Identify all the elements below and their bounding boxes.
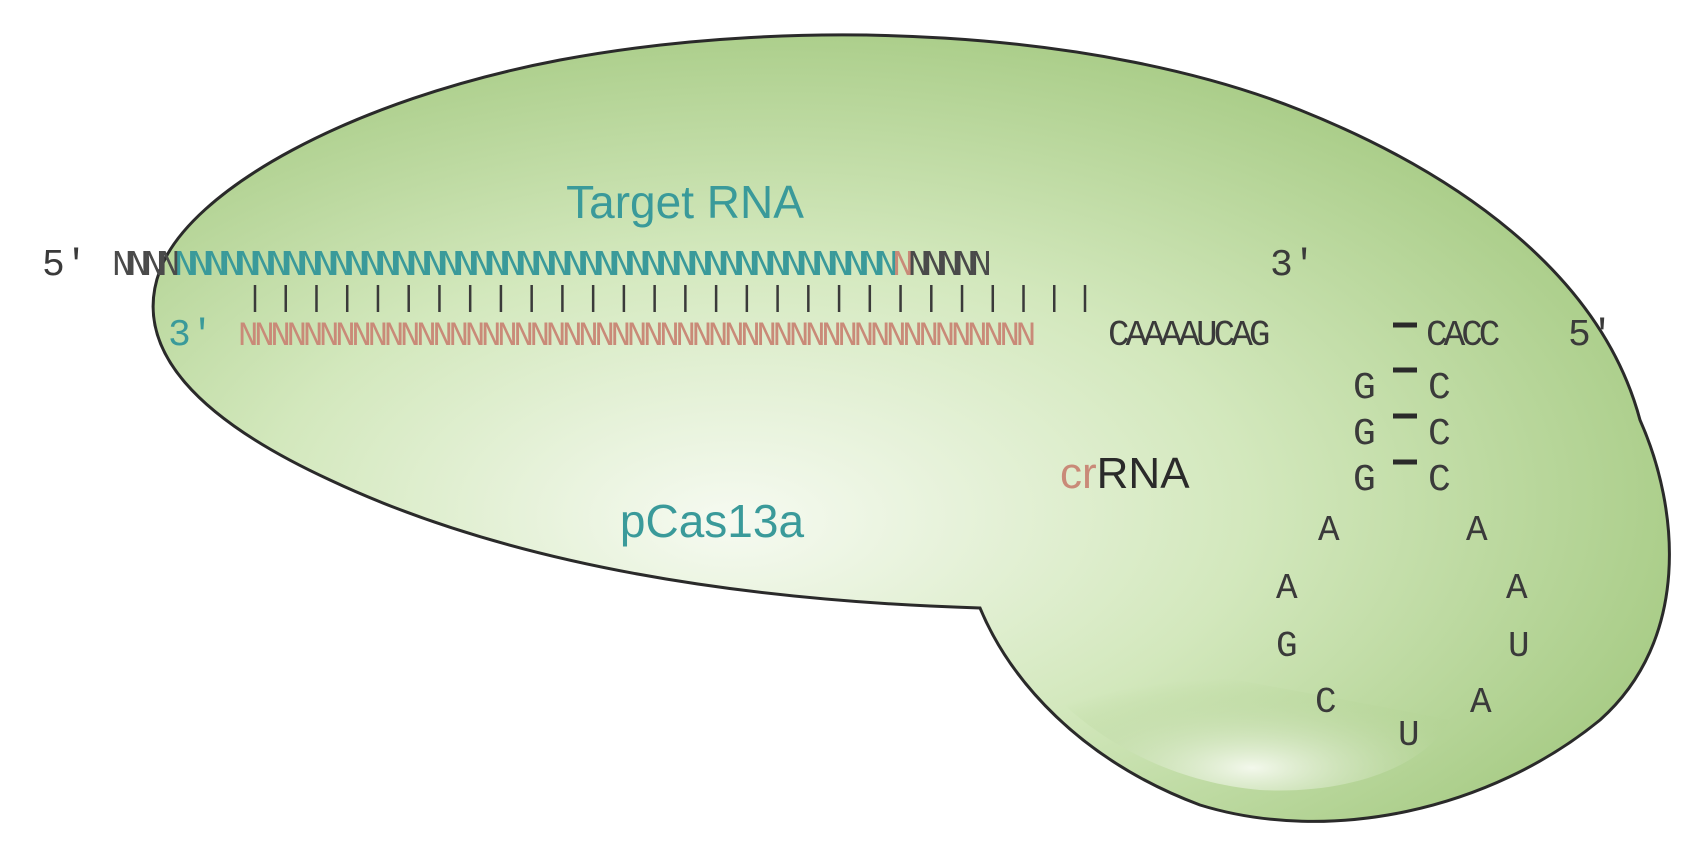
- crrna-repeat: CAAAAUCAG: [1108, 315, 1269, 356]
- crrna-five-prime: 5′: [1568, 314, 1614, 357]
- target-tail: NNNNN: [908, 245, 989, 286]
- crrna-spacer: NNNNNNNNNNNNNNNNNNNNNNNNNNNNNNNNNNNNNNNN…: [238, 318, 1034, 356]
- stem-left-3: G: [1353, 459, 1376, 502]
- target-rna-label: Target RNA: [566, 176, 804, 228]
- loop-left-2: A: [1276, 568, 1298, 609]
- crrna-label-suffix: RNA: [1097, 449, 1191, 498]
- stem-left-1: G: [1353, 367, 1376, 410]
- stem-right-2: C: [1428, 413, 1451, 456]
- stem-right-1: C: [1428, 367, 1451, 410]
- target-spacer-match: NNNNNNNNNNNNNNNNNNNNNNNNNNNNNNNNNNNNNNNN…: [174, 245, 895, 286]
- protein-lobe-highlight: [1010, 640, 1450, 791]
- crrna-repeat-end: CACC: [1426, 315, 1500, 356]
- hairpin-loop: A A G C U A A U A: [1276, 510, 1530, 756]
- protein-blob: [151, 33, 1671, 823]
- loop-left-3: G: [1276, 626, 1298, 667]
- stem-right-3: C: [1428, 459, 1451, 502]
- loop-right-4: A: [1470, 682, 1492, 723]
- crrna-label-prefix: cr: [1060, 449, 1097, 498]
- loop-left-4: C: [1315, 682, 1337, 723]
- loop-right-2: A: [1506, 568, 1528, 609]
- loop-left-1: A: [1318, 510, 1340, 551]
- target-strand: NNNNNNNNNNNNNNNNNNNNNNNNNNNNNNNNNNNNNNNN…: [112, 245, 989, 286]
- loop-bottom: U: [1398, 715, 1420, 756]
- stem-bonds: [1393, 367, 1417, 465]
- target-three-prime: 3′: [1270, 244, 1316, 287]
- loop-right-3: U: [1508, 626, 1530, 667]
- target-five-prime: 5′: [42, 244, 88, 287]
- hairpin-stem: G G G C C C: [1353, 367, 1451, 502]
- loop-right-1: A: [1466, 510, 1488, 551]
- crrna-label: crRNA: [1060, 449, 1190, 498]
- base-pair-ticks: [253, 285, 1087, 312]
- crrna-three-prime: 3′: [168, 314, 214, 357]
- target-lead: NNNN: [112, 245, 178, 286]
- protein-label: pCas13a: [620, 495, 805, 547]
- stem-left-2: G: [1353, 413, 1376, 456]
